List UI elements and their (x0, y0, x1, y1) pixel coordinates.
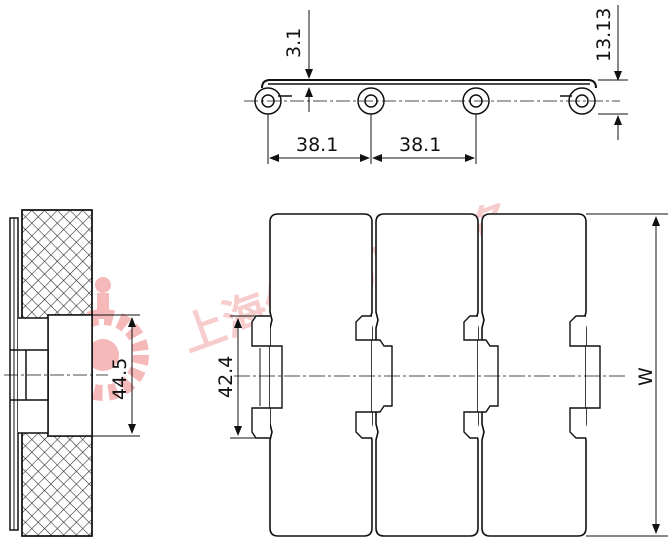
plate-left (269, 213, 373, 537)
dim-plate-width-label: W (635, 367, 657, 386)
dim-hinge-offset-label: 3.1 (283, 28, 305, 58)
dim-slot-width (92, 314, 140, 437)
plate-top-view (251, 213, 601, 537)
side-profile-view (244, 79, 620, 115)
dim-tab-width (230, 315, 256, 439)
plate-right (481, 213, 587, 537)
dim-slot-width-label: 44.5 (109, 358, 131, 400)
watermark-logo (57, 277, 149, 401)
plate-middle (375, 213, 479, 537)
dim-chain-height-label: 13.13 (593, 8, 615, 62)
hinge-tabs (251, 315, 601, 439)
dim-chain-height (598, 5, 628, 140)
dim-plate-width (586, 213, 668, 537)
dim-pitch (267, 114, 477, 164)
dim-pitch-right-label: 38.1 (399, 134, 441, 156)
dim-hinge-offset (294, 10, 322, 112)
dim-pitch-left-label: 38.1 (296, 134, 338, 156)
section-view (4, 209, 108, 537)
dim-tab-width-label: 42.4 (215, 356, 237, 398)
